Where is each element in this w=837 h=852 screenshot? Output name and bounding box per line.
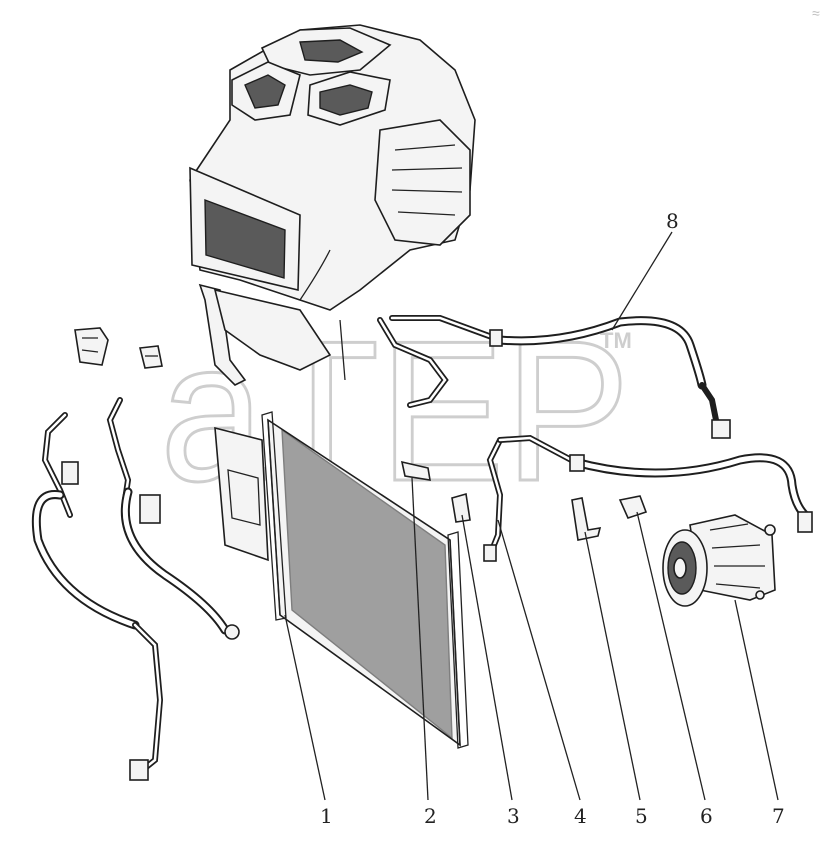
callout-3: 3 — [507, 804, 520, 828]
left-hoses — [31, 397, 240, 781]
callout-8: 8 — [666, 209, 679, 233]
discharge-hose — [489, 329, 813, 533]
suction-hose-upper — [377, 315, 731, 439]
leader-lines — [284, 231, 779, 801]
watermark-trademark: TM — [600, 328, 632, 353]
callout-1: 1 — [320, 804, 333, 828]
liquid-line-pipe — [483, 437, 504, 562]
pipe-bracket — [571, 497, 602, 541]
callout-numbers: 1 2 3 4 5 6 7 8 — [320, 209, 785, 828]
callout-6: 6 — [700, 804, 713, 828]
callout-5: 5 — [635, 804, 648, 828]
corner-mark: ≈ — [812, 5, 820, 21]
condenser-mount-clip — [451, 492, 471, 523]
rubber-mount — [618, 495, 648, 519]
hvac-unit — [189, 24, 476, 386]
small-brackets-upper-left — [74, 327, 163, 369]
ac-compressor — [662, 514, 776, 607]
callout-7: 7 — [772, 804, 785, 828]
condenser — [214, 411, 469, 749]
condenser-bracket — [400, 460, 431, 481]
callout-4: 4 — [574, 804, 587, 828]
callout-2: 2 — [424, 804, 437, 828]
